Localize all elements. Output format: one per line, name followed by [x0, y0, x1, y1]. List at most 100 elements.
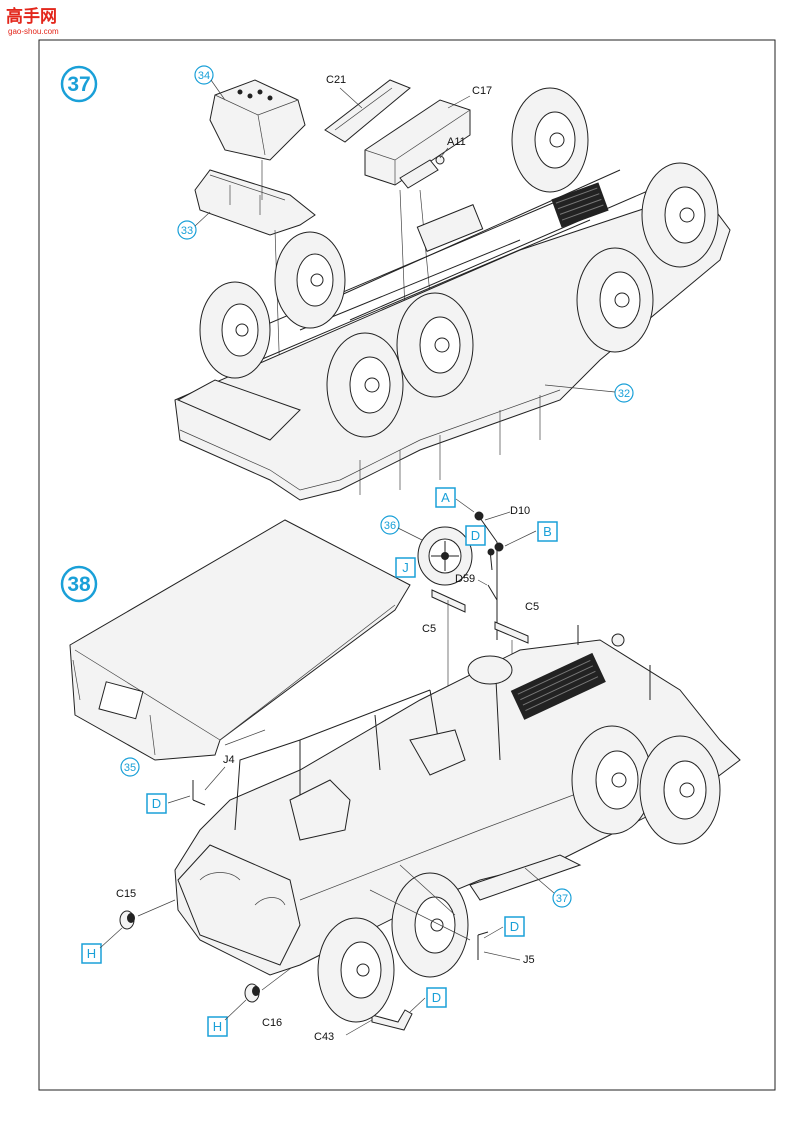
wheel — [576, 247, 654, 353]
step-38-assembly-lines — [224, 729, 471, 941]
part-C16-illustration — [244, 983, 260, 1003]
svg-text:H: H — [213, 1019, 222, 1034]
callout-35-badge — [120, 757, 140, 777]
callout-36-badge — [380, 515, 400, 535]
wheel — [317, 917, 395, 1023]
wheel — [639, 735, 721, 845]
label-C16: C16 — [262, 1017, 282, 1029]
page-frame — [38, 39, 776, 1091]
letter-box-D-left: D — [146, 793, 167, 814]
part-D59-illustration — [487, 548, 498, 601]
step-38-badge — [60, 565, 98, 603]
leader-D-right — [483, 926, 504, 939]
label-J5: J5 — [523, 954, 535, 966]
callout-33-badge — [177, 220, 197, 240]
wheel — [199, 281, 271, 379]
callout-37: 37 — [556, 893, 568, 905]
wheel — [511, 87, 589, 193]
chassis-underside-illustration — [174, 87, 731, 501]
leader-D10 — [484, 511, 511, 521]
label-C21: C21 — [326, 74, 346, 86]
leader-D59 — [477, 579, 488, 586]
label-C5-right: C5 — [525, 601, 539, 613]
callout-34: 34 — [198, 70, 210, 82]
leader-36 — [397, 527, 423, 541]
leader-J4 — [204, 766, 226, 791]
leader-33 — [194, 211, 211, 227]
leader-H-upper — [99, 927, 123, 949]
svg-text:D: D — [471, 528, 480, 543]
callout-36: 36 — [384, 520, 396, 532]
svg-text:D: D — [510, 919, 519, 934]
callout-32-badge — [614, 383, 634, 403]
logo-text: 高手网 — [6, 6, 57, 26]
part-C21-illustration — [324, 79, 411, 143]
svg-text:D: D — [152, 796, 161, 811]
step-38: 38 35 36 A D — [60, 487, 741, 1043]
letter-box-B: B — [537, 521, 558, 542]
step-37-number: 37 — [67, 73, 90, 96]
svg-text:B: B — [543, 524, 552, 539]
leader-34 — [210, 79, 226, 101]
leader-C21 — [339, 87, 363, 109]
svg-text:D: D — [432, 990, 441, 1005]
label-C17: C17 — [472, 85, 492, 97]
label-C43: C43 — [314, 1031, 334, 1043]
letter-box-H-upper: H — [81, 943, 102, 964]
part-D10-rod-illustration — [455, 498, 537, 640]
letter-box-D-top: D — [465, 525, 486, 546]
label-J4: J4 — [223, 754, 235, 766]
leader-C16 — [261, 964, 296, 991]
wheel — [391, 872, 469, 978]
letter-box-A: A — [435, 487, 456, 508]
part-C43-exhaust-illustration — [371, 1009, 413, 1031]
leader-D-left — [167, 795, 191, 804]
part-33-illustration — [194, 169, 316, 236]
label-A11: A11 — [447, 136, 466, 148]
svg-text:J: J — [402, 560, 409, 575]
leader-C15 — [137, 899, 176, 917]
wheel — [274, 231, 346, 329]
leader-H-lower — [224, 999, 247, 1021]
part-C5-left-illustration — [431, 589, 466, 690]
step-37: 37 34 33 C21 C17 — [60, 65, 731, 501]
leader-C17 — [447, 95, 471, 109]
logo-url: gao-shou.com — [8, 27, 59, 36]
step-38-number: 38 — [67, 573, 91, 596]
letter-box-D-bottom: D — [426, 987, 447, 1008]
part-A11-illustration — [399, 155, 445, 189]
callout-32: 32 — [618, 388, 630, 400]
svg-text:H: H — [87, 946, 96, 961]
svg-text:A: A — [441, 490, 450, 505]
letter-box-D-right: D — [504, 916, 525, 937]
wheel — [467, 655, 513, 685]
callout-37-badge — [552, 888, 572, 908]
part-J4-illustration — [192, 780, 206, 806]
letter-box-J: J — [395, 557, 416, 578]
label-C15: C15 — [116, 888, 136, 900]
callout-33: 33 — [181, 225, 193, 237]
wheel — [641, 162, 719, 268]
leader-D-bottom — [409, 997, 426, 1013]
site-logo: 高手网 gao-shou.com — [6, 6, 59, 36]
leader-32 — [544, 384, 616, 393]
part-34-illustration — [209, 79, 306, 161]
leader-J5 — [483, 951, 521, 961]
leader-A11 — [439, 147, 449, 159]
part-35-soft-top-illustration — [69, 519, 411, 761]
wheel — [396, 292, 474, 398]
part-J5-illustration — [477, 931, 489, 960]
step-37-badge — [60, 65, 98, 103]
part-C15-illustration — [119, 910, 135, 930]
callout-34-badge — [194, 65, 214, 85]
letter-box-H-lower: H — [207, 1016, 228, 1037]
part-36-spare-wheel-illustration — [417, 526, 473, 586]
wheel — [326, 332, 404, 438]
label-C5-left: C5 — [422, 623, 436, 635]
leader-C43 — [345, 1019, 373, 1036]
label-D59: D59 — [455, 573, 475, 585]
leader-37 — [524, 867, 555, 894]
part-C17-illustration — [364, 99, 471, 186]
car-body-illustration — [174, 625, 741, 1023]
